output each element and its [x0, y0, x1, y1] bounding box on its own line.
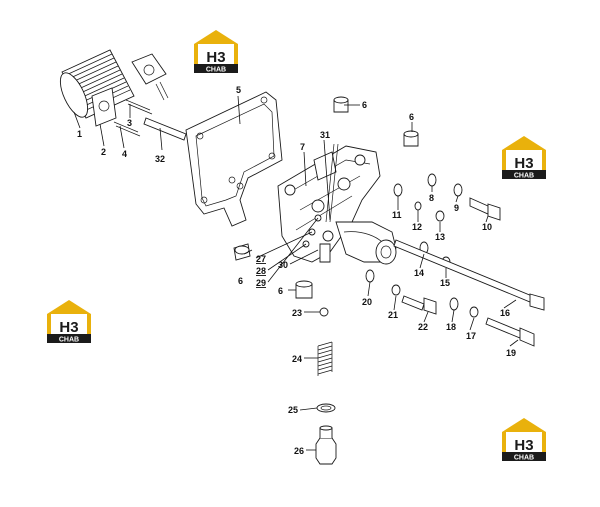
bolt-19: [485, 317, 535, 347]
callout-27: 27: [256, 254, 266, 264]
callout-28: 28: [256, 266, 266, 276]
callout-19: 19: [506, 348, 516, 358]
callout-18: 18: [446, 322, 456, 332]
plug-top: [333, 96, 349, 113]
callout-6-right: 6: [409, 112, 414, 122]
callout-1: 1: [77, 129, 82, 139]
callout-9: 9: [454, 203, 459, 213]
washer-12: [414, 201, 422, 211]
callout-3: 3: [127, 118, 132, 128]
svg-text:H3: H3: [514, 155, 533, 172]
callout-12: 12: [412, 222, 422, 232]
housing-gasket: [185, 91, 283, 227]
washer-18: [449, 297, 459, 311]
callout-5: 5: [236, 85, 241, 95]
callout-6-top: 6: [362, 100, 367, 110]
svg-text:CHAB: CHAB: [206, 67, 226, 74]
callout-8: 8: [429, 193, 434, 203]
callout-2: 2: [101, 147, 106, 157]
callout-14: 14: [414, 268, 424, 278]
long-bolt-16: [393, 239, 545, 311]
dowel-pin: [143, 117, 187, 141]
callout-6-left: 6: [238, 276, 243, 286]
callout-32: 32: [155, 154, 165, 164]
callout-31: 31: [320, 130, 330, 140]
leader-lines: [73, 95, 519, 451]
callout-13: 13: [435, 232, 445, 242]
ball-23: [319, 307, 329, 317]
plug-right: [403, 130, 419, 147]
callout-29: 29: [256, 278, 266, 288]
plug-lower: [295, 280, 313, 299]
callout-16: 16: [500, 308, 510, 318]
callout-26: 26: [294, 446, 304, 456]
logo-watermark-right-upper: H3 CHAB: [502, 136, 546, 180]
callout-24: 24: [292, 354, 302, 364]
logo-watermark-top: H3 CHAB: [194, 30, 238, 74]
plug-left: [233, 243, 251, 261]
svg-text:CHAB: CHAB: [514, 455, 534, 462]
washer-17: [469, 306, 479, 318]
callout-4: 4: [122, 149, 127, 159]
nut-13: [435, 210, 445, 222]
cooler-gasket: [91, 87, 117, 127]
callout-25: 25: [288, 405, 298, 415]
svg-text:H3: H3: [514, 437, 533, 454]
callout-17: 17: [466, 331, 476, 341]
callout-10: 10: [482, 222, 492, 232]
washer-11: [393, 183, 403, 197]
washer-9: [453, 183, 463, 197]
seal-ring-25: [316, 403, 336, 413]
washer-20: [365, 269, 375, 283]
callout-21: 21: [388, 310, 398, 320]
spring-24: [317, 341, 333, 376]
oil-cooler: [59, 49, 135, 119]
svg-text:CHAB: CHAB: [514, 173, 534, 180]
logo-watermark-left: H3 CHAB: [47, 300, 91, 344]
svg-text:H3: H3: [59, 319, 78, 336]
washer-8: [427, 173, 437, 187]
plug-26: [315, 425, 337, 465]
callout-15: 15: [440, 278, 450, 288]
rod: [325, 143, 339, 223]
callout-labels: 1 2 3 4 32 5 6 6 31 7 8 9 10 11 12 13 14…: [77, 85, 516, 456]
callout-22: 22: [418, 322, 428, 332]
logo-watermark-right-lower: H3 CHAB: [502, 418, 546, 462]
svg-text:CHAB: CHAB: [59, 337, 79, 344]
callout-20: 20: [362, 297, 372, 307]
callout-11: 11: [392, 210, 402, 220]
washer-21: [391, 284, 401, 296]
svg-text:H3: H3: [206, 49, 225, 66]
bolt-10: [469, 197, 501, 221]
cooler-flange: [131, 53, 169, 101]
callout-7: 7: [300, 142, 305, 152]
callout-30: 30: [278, 260, 288, 270]
callout-6-lower: 6: [278, 286, 283, 296]
callout-23: 23: [292, 308, 302, 318]
bolt-22: [401, 295, 437, 315]
